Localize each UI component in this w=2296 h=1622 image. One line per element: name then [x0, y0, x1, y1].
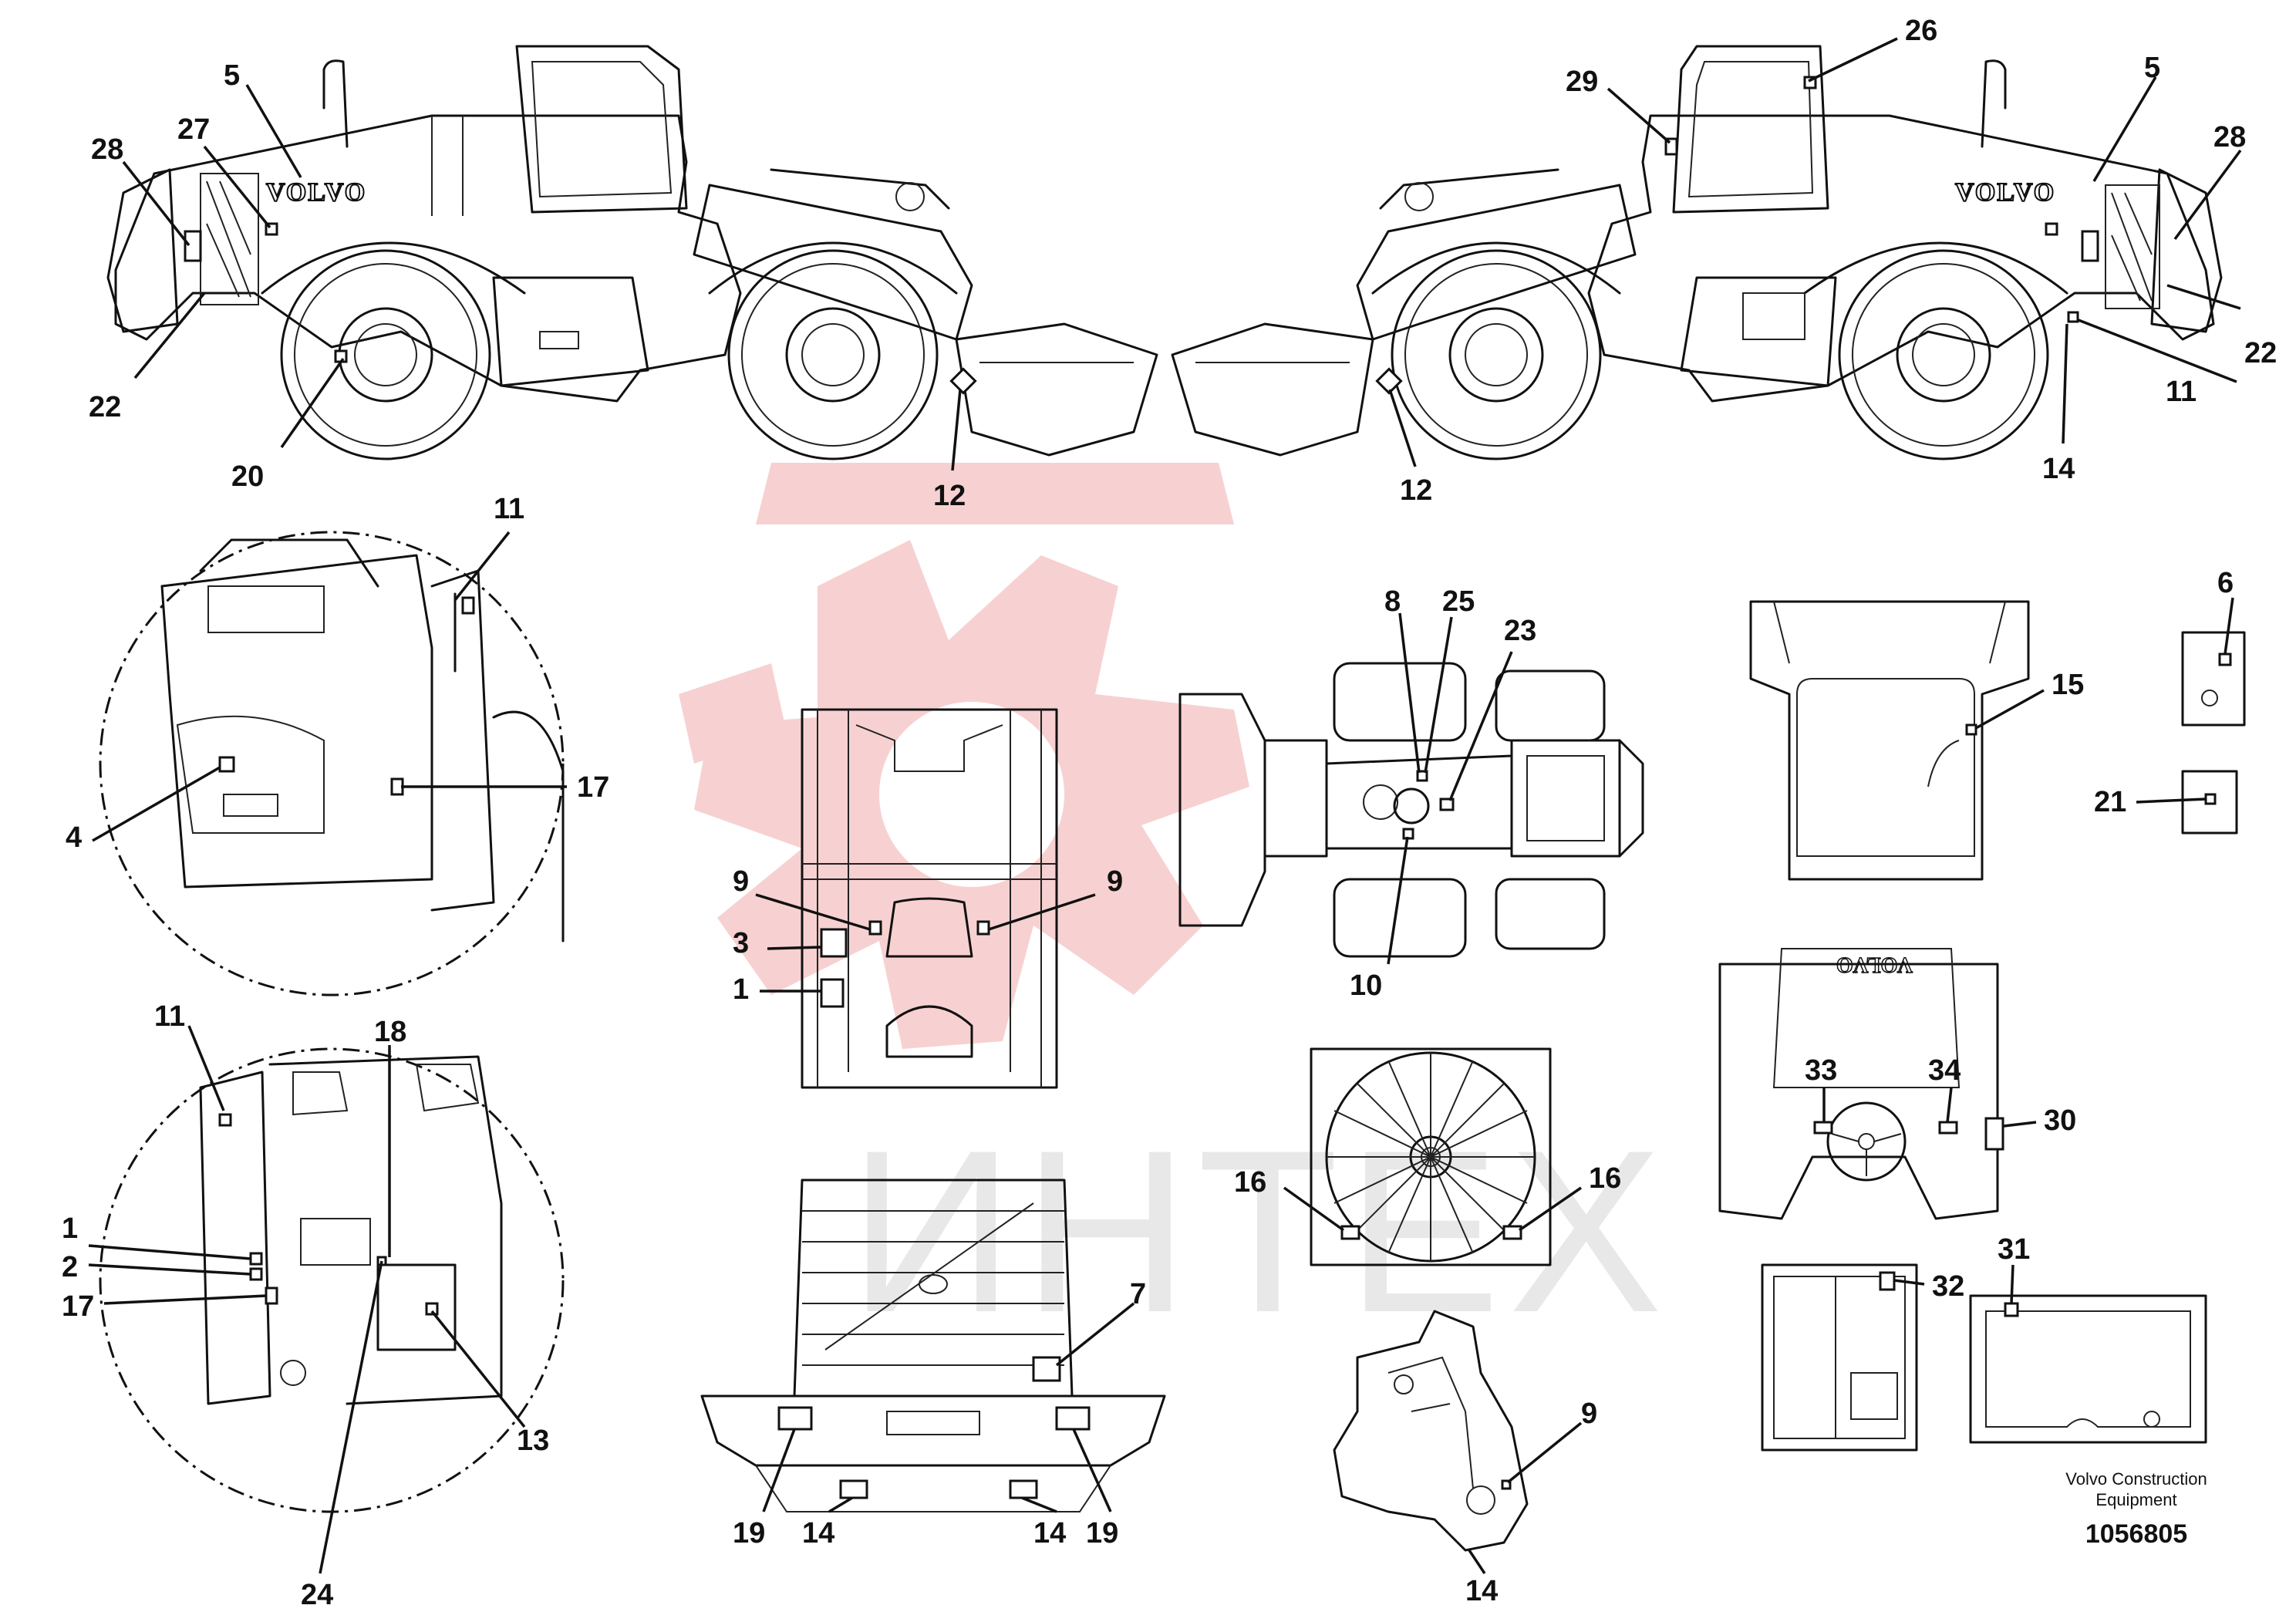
cab-frame-view: 15 — [1749, 600, 2084, 881]
callout-7-grille: 7 — [1130, 1278, 1146, 1310]
callout-5-right: 5 — [2144, 52, 2160, 84]
callout-28-left: 28 — [91, 133, 123, 166]
callout-32-door-panel: 32 — [1932, 1270, 1964, 1303]
footer-doc-number: 1056805 — [2085, 1519, 2187, 1549]
loader-side-view-right: VOLVO — [1171, 15, 2277, 507]
callout-16-radiator-right: 16 — [1589, 1162, 1621, 1195]
small-parts: 6 21 — [2094, 567, 2246, 835]
rear-grille-view: 7 19 19 14 14 — [700, 1179, 1166, 1549]
callout-13-detail-bottom: 13 — [517, 1425, 549, 1457]
callout-29-right: 29 — [1566, 66, 1598, 98]
brand-badge-right: VOLVO — [1955, 178, 2055, 207]
callout-27-left: 27 — [177, 113, 210, 146]
detail-view-cab-step-top: 11 17 4 — [66, 493, 609, 996]
loader-side-view-left: VOLVO — [89, 45, 1158, 512]
watermark-gear-logo — [679, 463, 1249, 1049]
brand-badge-left: VOLVO — [266, 178, 366, 207]
footer-company-line1: Volvo Construction — [2065, 1469, 2207, 1489]
callout-9-bucket-link: 9 — [1581, 1398, 1597, 1430]
rear-wheel-left — [280, 249, 491, 460]
callout-17-detail-bottom: 17 — [62, 1290, 94, 1323]
front-wheel-right — [1391, 249, 1602, 460]
callout-22-left: 22 — [89, 391, 121, 423]
callout-2-detail-bottom: 2 — [62, 1251, 78, 1283]
callout-16-radiator-left: 16 — [1234, 1166, 1266, 1199]
callout-11-detail-bottom: 11 — [154, 1000, 185, 1033]
dashboard-view: VOLVO 33 34 30 — [1718, 948, 2076, 1220]
callout-5-left: 5 — [224, 59, 240, 92]
callout-22-right: 22 — [2244, 337, 2277, 369]
callout-23-top-view: 23 — [1504, 615, 1536, 647]
callout-12-right: 12 — [1400, 474, 1432, 507]
machine-top-view: 8 25 23 10 — [1178, 585, 1644, 1002]
callout-33-dashboard: 33 — [1805, 1054, 1837, 1087]
callout-3-rear-frame: 3 — [733, 927, 749, 959]
callout-11-right: 11 — [2166, 376, 2197, 408]
callout-4-detail-top: 4 — [66, 821, 82, 854]
document-footer: Volvo Construction Equipment 1056805 — [2065, 1469, 2207, 1549]
rear-wheel-right — [1838, 249, 2049, 460]
callout-34-dashboard: 34 — [1928, 1054, 1961, 1087]
callout-14-grille-right: 14 — [1033, 1517, 1066, 1549]
callout-14-grille-left: 14 — [802, 1517, 834, 1549]
callout-6-small-part: 6 — [2217, 567, 2234, 599]
callout-18-detail-bottom: 18 — [374, 1016, 406, 1048]
callout-12-left: 12 — [933, 480, 966, 512]
callout-1-rear-frame: 1 — [733, 973, 749, 1006]
callout-14-right: 14 — [2042, 453, 2075, 485]
door-panels-view: 32 31 — [1761, 1233, 2207, 1452]
callout-19-grille-left: 19 — [733, 1517, 765, 1549]
callout-11-detail-top: 11 — [494, 493, 524, 525]
bucket-linkage-view: 9 14 — [1333, 1310, 1597, 1607]
footer-company-line2: Equipment — [2095, 1490, 2176, 1509]
front-wheel-left — [727, 249, 939, 460]
callout-20-left: 20 — [231, 460, 264, 493]
detail-view-cab-step-bottom: 11 18 1 2 17 13 24 — [62, 1000, 565, 1611]
callout-15-cab-frame: 15 — [2052, 669, 2084, 701]
callout-21-small-part: 21 — [2094, 786, 2126, 818]
dashboard-brand: VOLVO — [1836, 953, 1913, 976]
callout-31-door-panel: 31 — [1998, 1233, 2030, 1266]
callout-25-top-view: 25 — [1442, 585, 1475, 618]
watermark-text: ИНТЕХ — [848, 1101, 1671, 1361]
callout-24-detail-bottom: 24 — [301, 1579, 333, 1611]
callout-14-bucket-link: 14 — [1465, 1575, 1498, 1607]
callout-28-right: 28 — [2213, 121, 2246, 153]
callout-17-detail-top: 17 — [577, 771, 609, 804]
callout-30-dashboard: 30 — [2044, 1104, 2076, 1137]
callout-10-top-view: 10 — [1350, 969, 1382, 1002]
rear-frame-top-view: 9 9 3 1 — [733, 708, 1123, 1089]
radiator-fan-view: 16 16 — [1234, 1047, 1621, 1266]
callout-19-grille-right: 19 — [1086, 1517, 1118, 1549]
callout-1-detail-bottom: 1 — [62, 1212, 78, 1245]
callout-9-rear-frame-left: 9 — [733, 865, 749, 898]
callout-8-top-view: 8 — [1384, 585, 1401, 618]
watermark: ИНТЕХ — [679, 463, 1671, 1361]
callout-9-rear-frame-right: 9 — [1107, 865, 1123, 898]
callout-26-right: 26 — [1905, 15, 1937, 47]
